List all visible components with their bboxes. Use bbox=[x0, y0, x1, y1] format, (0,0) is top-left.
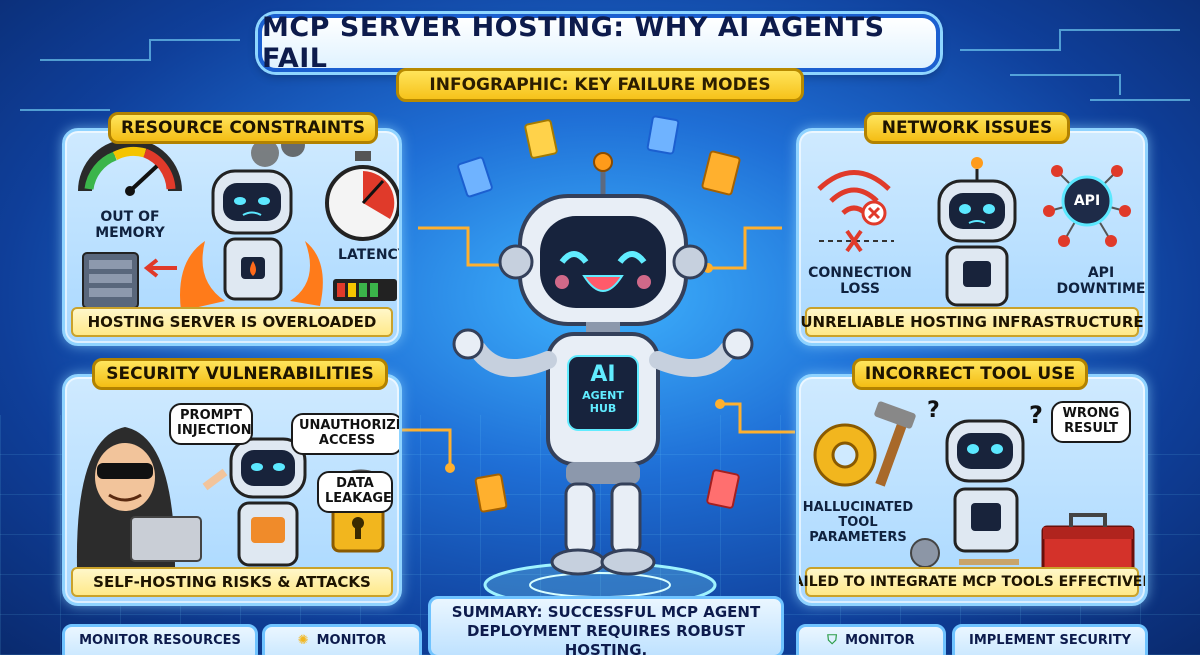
panel-incorrect-tool-use: ? ? WRONG RESULT HALLUCINATED TOOL PARAM… bbox=[796, 374, 1148, 606]
confused-robot-icon bbox=[945, 419, 1025, 553]
hammer-icon bbox=[874, 401, 916, 487]
bubble-prompt-injection: PROMPT INJECTION bbox=[169, 403, 253, 445]
network-illustration bbox=[817, 157, 1131, 307]
summary-box: SUMMARY: SUCCESSFUL MCP AGENT DEPLOYMENT… bbox=[428, 596, 784, 655]
label-hallucinated-parameters: HALLUCINATED TOOL PARAMETERS bbox=[802, 500, 914, 545]
label-api-downtime: API DOWNTIME bbox=[1056, 265, 1146, 298]
label-out-of-memory: OUT OF MEMORY bbox=[95, 209, 165, 242]
bubble-data-leakage: DATA LEAKAGE bbox=[317, 471, 393, 513]
page-title: MCP SERVER HOSTING: WHY AI AGENTS FAIL bbox=[258, 12, 940, 74]
label-api: API bbox=[1073, 193, 1101, 209]
svg-text:?: ? bbox=[927, 398, 940, 423]
worried-robot-icon bbox=[937, 157, 1017, 307]
stopwatch-icon bbox=[325, 151, 399, 241]
gauge-icon bbox=[78, 139, 182, 196]
label-latency: LATENCY bbox=[338, 247, 402, 263]
tip-implement-security: IMPLEMENT SECURITY bbox=[952, 624, 1148, 655]
panel-security-title: SECURITY VULNERABILITIES bbox=[92, 358, 388, 390]
bubble-unauthorized-access: UNAUTHORIZED ACCESS bbox=[291, 413, 399, 455]
bubble-wrong-result: WRONG RESULT bbox=[1051, 401, 1131, 443]
shield-icon: ⛉ bbox=[827, 633, 838, 648]
panel-security-vulnerabilities: PROMPT INJECTION UNAUTHORIZED ACCESS DAT… bbox=[62, 374, 402, 606]
panel-resource-constraints: OUT OF MEMORY LATENCY bbox=[62, 128, 402, 346]
panel-security-footer: SELF-HOSTING RISKS & ATTACKS bbox=[71, 567, 393, 597]
hub-chest-label-top: AI bbox=[590, 362, 616, 387]
tip-monitor-resources: MONITOR RESOURCES bbox=[62, 624, 258, 655]
hacker-icon bbox=[76, 427, 202, 567]
low-battery-icon bbox=[333, 279, 397, 301]
overheated-robot-icon bbox=[180, 133, 323, 311]
tip-monitor-right-label: MONITOR bbox=[845, 633, 915, 648]
panel-tools-footer: FAILED TO INTEGRATE MCP TOOLS EFFECTIVEL… bbox=[799, 567, 1145, 597]
svg-text:?: ? bbox=[1029, 401, 1043, 429]
panel-network-issues: CONNECTION LOSS API DOWNTIME bbox=[796, 128, 1148, 346]
panel-resource-footer: HOSTING SERVER IS OVERLOADED bbox=[71, 307, 393, 337]
sun-icon: ✺ bbox=[297, 633, 309, 648]
tip-monitor-right: ⛉ MONITOR bbox=[796, 624, 946, 655]
gear-icon bbox=[813, 423, 877, 487]
tip-monitor-left: ✺ MONITOR bbox=[262, 624, 422, 655]
panel-network-title: NETWORK ISSUES bbox=[864, 112, 1070, 144]
hub-chest-label-bottom: AGENT HUB bbox=[582, 389, 624, 415]
page-subtitle: INFOGRAPHIC: KEY FAILURE MODES bbox=[396, 68, 804, 102]
label-connection-loss: CONNECTION LOSS bbox=[808, 265, 912, 298]
panel-network-footer: UNRELIABLE HOSTING INFRASTRUCTURE bbox=[800, 307, 1144, 337]
tools-illustration: ? ? bbox=[813, 398, 1135, 573]
panel-tools-title: INCORRECT TOOL USE bbox=[852, 358, 1088, 390]
tip-monitor-left-label: MONITOR bbox=[316, 633, 387, 648]
security-illustration bbox=[76, 427, 385, 567]
floating-document-icons bbox=[457, 115, 741, 513]
security-robot-icon bbox=[229, 437, 307, 567]
panel-resource-title: RESOURCE CONSTRAINTS bbox=[108, 112, 378, 144]
resource-illustration bbox=[78, 133, 399, 311]
